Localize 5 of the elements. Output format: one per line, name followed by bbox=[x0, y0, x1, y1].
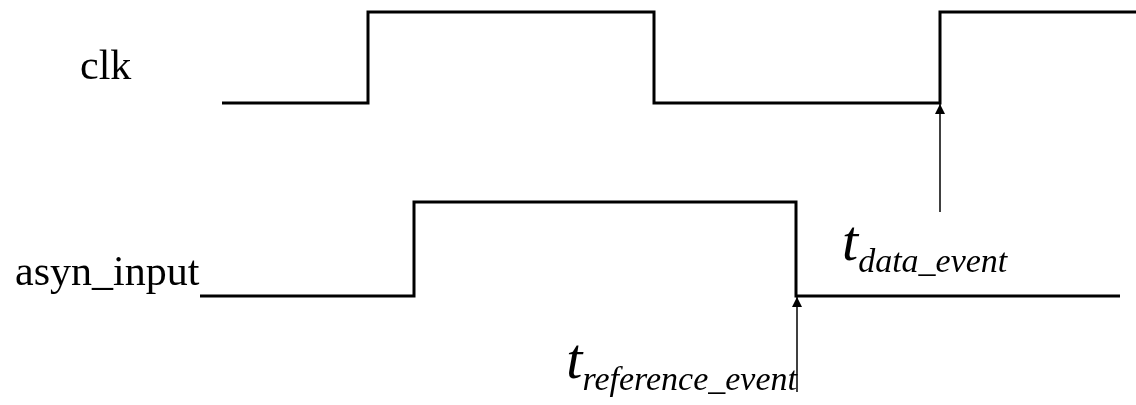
signal-name: asyn_input bbox=[15, 250, 200, 292]
time-label: t$_{data_event}$ bbox=[842, 212, 1008, 278]
arrow bbox=[792, 296, 802, 393]
arrow bbox=[935, 103, 945, 213]
signal-name: clk bbox=[80, 44, 132, 86]
